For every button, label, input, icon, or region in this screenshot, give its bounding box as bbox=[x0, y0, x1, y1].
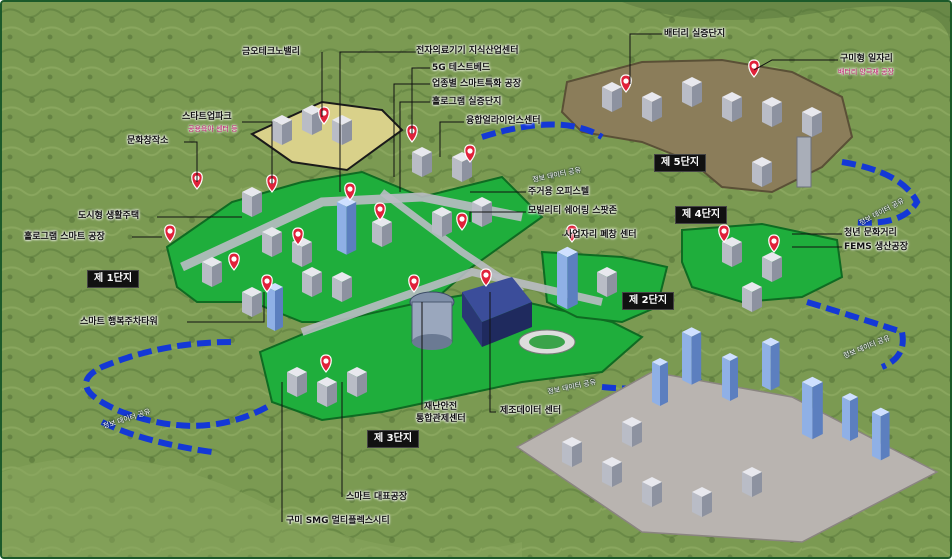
leader-lines bbox=[132, 33, 842, 522]
zone-3-tag: 제 3단지 bbox=[367, 430, 420, 448]
label-youth-street: 청년 문화거리 bbox=[844, 228, 897, 238]
label-5g-testbed: 5G 테스트베드 bbox=[432, 63, 491, 73]
disaster-center-dome bbox=[409, 291, 455, 350]
label-medical-center: 전자의료기기 지식산업센터 bbox=[416, 46, 519, 56]
label-disaster-center: 재난안전 bbox=[424, 402, 458, 412]
data-flow-route bbox=[83, 121, 921, 455]
label-hologram-factory: 홀로그램 스마트 공장 bbox=[24, 232, 105, 242]
zone-2-tag: 제 2단지 bbox=[622, 292, 675, 310]
zone-4-tag: 제 4단지 bbox=[675, 206, 728, 224]
label-residential-office: 주거용 오피스텔 bbox=[528, 187, 590, 197]
label-startup-park-sub: 공용육아 센터 등 bbox=[188, 125, 238, 133]
manufacturing-data-center-building bbox=[462, 277, 532, 347]
label-gumi-technovalley: 금오테크노밸리 bbox=[242, 47, 300, 57]
label-convergence-alliance: 융합얼라이언스센터 bbox=[466, 116, 541, 126]
label-hologram-demo: 홀로그램 실증단지 bbox=[432, 97, 502, 107]
label-smart-demo-factory: 스마트 대표공장 bbox=[346, 492, 408, 502]
label-disaster-center-2: 통합관제센터 bbox=[416, 414, 466, 424]
label-gumi-jobs-sub: 배터리 양극재 공장 bbox=[838, 68, 894, 76]
label-fems-factory: FEMS 생산공장 bbox=[844, 242, 908, 252]
label-gumi-jobs: 구미형 일자리 bbox=[840, 54, 893, 64]
label-startup-park: 스타트업파크 bbox=[182, 112, 232, 122]
label-smart-factory: 업종별 스마트특화 공장 bbox=[432, 79, 522, 89]
label-battery-demo: 배터리 실증단지 bbox=[664, 29, 726, 39]
zone-1-tag: 제 1단지 bbox=[87, 270, 140, 288]
zone-5-tag: 제 5단지 bbox=[654, 154, 707, 172]
label-mobility-sharing: 모빌리티 쉐어링 스팟존 bbox=[528, 206, 618, 216]
label-manufacturing-data: 제조데이터 센터 bbox=[500, 406, 562, 416]
label-gumi-smg: 구미 SMG 멀티플렉스시티 bbox=[286, 516, 390, 526]
zone-buildings bbox=[202, 77, 822, 407]
stadium bbox=[518, 329, 576, 355]
label-culture-center: 문화창작소 bbox=[127, 136, 169, 146]
label-sewage-treatment: 사업자리 폐창 센터 bbox=[564, 230, 637, 240]
label-smart-parking: 스마트 행복주차타워 bbox=[80, 317, 158, 327]
label-urban-housing: 도시형 생활주택 bbox=[78, 211, 140, 221]
